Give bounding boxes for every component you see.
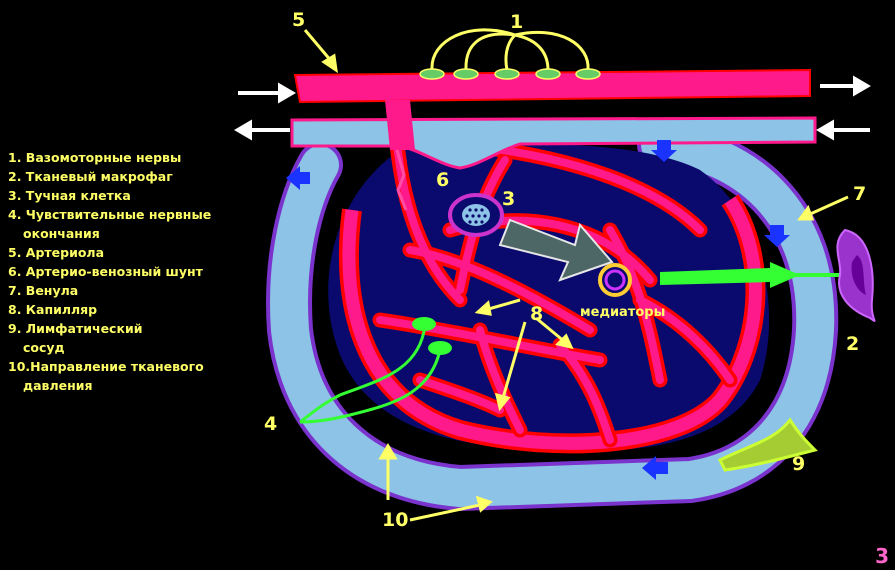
legend-item: давления: [8, 376, 248, 395]
label-2: 2: [846, 333, 859, 355]
vasomotor-nerves: [432, 30, 588, 70]
legend-item: 5. Артериола: [8, 243, 248, 262]
label-9: 9: [792, 453, 805, 475]
legend-item: 3. Тучная клетка: [8, 186, 248, 205]
label-7: 7: [853, 183, 866, 205]
legend-item: 4. Чувствительные нервные: [8, 205, 248, 224]
legend-item: 2. Тканевый макрофаг: [8, 167, 248, 186]
legend-item: 9. Лимфатический: [8, 319, 248, 338]
legend-item: окончания: [8, 224, 248, 243]
mediators-label: медиаторы: [580, 305, 665, 320]
legend-item: сосуд: [8, 338, 248, 357]
label-4: 4: [264, 413, 277, 435]
legend-item: 10.Направление тканевого: [8, 357, 248, 376]
legend-item: 8. Капилляр: [8, 300, 248, 319]
label-10: 10: [382, 509, 408, 531]
label-3: 3: [502, 188, 515, 210]
legend-item: 7. Венула: [8, 281, 248, 300]
legend: 1. Вазомоторные нервы 2. Тканевый макроф…: [8, 148, 248, 395]
label-1: 1: [510, 11, 523, 33]
mediator-ring: [600, 265, 630, 295]
mast-cell: [450, 195, 502, 235]
label-8: 8: [530, 303, 543, 325]
legend-item: 6. Артерио-венозный шунт: [8, 262, 248, 281]
label-6: 6: [436, 169, 449, 191]
slide-number: 3: [875, 544, 889, 568]
arteriole-descent: [385, 100, 415, 150]
legend-item: 1. Вазомоторные нервы: [8, 148, 248, 167]
label-5: 5: [292, 9, 305, 31]
